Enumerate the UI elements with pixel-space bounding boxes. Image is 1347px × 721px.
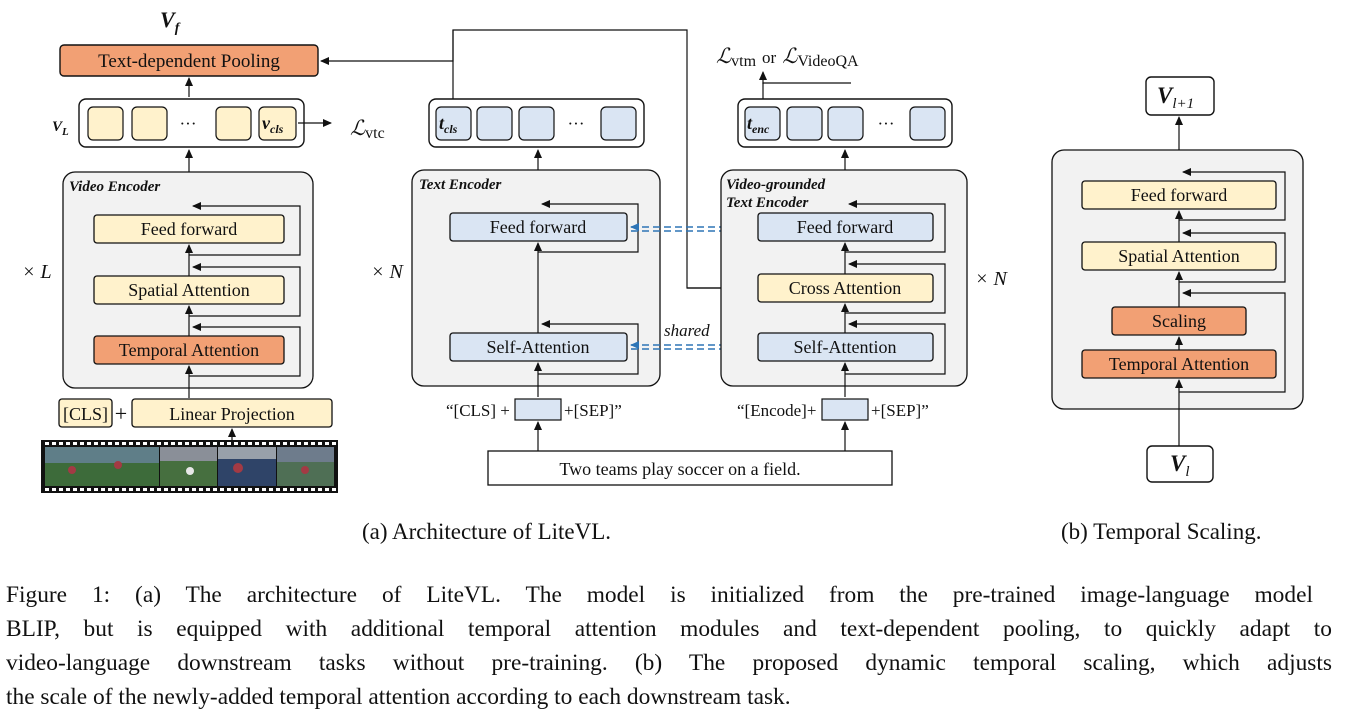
text-dependent-pooling-box [59, 44, 319, 77]
video-token-dots: ··· [180, 114, 197, 133]
vg-enc-token [744, 106, 781, 141]
video-token [131, 106, 168, 141]
video-encoder-title: Video Encoder [69, 179, 160, 195]
vg-encoder-title-line1: Video-grounded [726, 177, 826, 193]
cls-token-box [58, 398, 113, 428]
cls-token-label: [CLS] [63, 404, 108, 424]
vg-input-token-slot [821, 398, 869, 421]
video-token [87, 106, 124, 141]
text-self-attention-label: Self-Attention [487, 337, 590, 357]
vl-plus-one-label: Vl+1 [1157, 83, 1194, 112]
vg-output-token [827, 106, 864, 141]
video-temporal-attention-label: Temporal Attention [119, 340, 259, 360]
text-feed-forward-block [449, 212, 628, 242]
vg-cross-attention-label: Cross Attention [789, 278, 902, 298]
video-cls-token [258, 106, 297, 141]
vl-label: Vl [1170, 451, 1190, 480]
text-input-sentence: Two teams play soccer on a field. [559, 459, 800, 479]
film-strip-icon [41, 440, 338, 493]
vg-input-prefix: “[Encode]+ [737, 401, 816, 420]
vl-plus-one-box [1145, 76, 1215, 116]
video-spatial-attention-label: Spatial Attention [128, 280, 250, 300]
ts-temporal-attention-label: Temporal Attention [1109, 354, 1249, 374]
vg-encoder-repeat: × N [975, 268, 1008, 290]
text-encoder-title: Text Encoder [419, 177, 502, 193]
vg-output-token [909, 106, 946, 141]
ts-feed-forward-block [1081, 180, 1277, 210]
figure-caption-line: BLIP, but is equipped with additional te… [6, 616, 1332, 642]
text-cls-token-label: tcls [439, 113, 458, 136]
video-feed-forward-label: Feed forward [141, 219, 237, 239]
text-encoder-repeat: × N [371, 261, 404, 283]
vg-input-suffix: +[SEP]” [871, 401, 929, 420]
vg-feed-forward-label: Feed forward [797, 217, 893, 237]
video-encoder-repeat: × L [22, 261, 52, 283]
ts-spatial-attention-label: Spatial Attention [1118, 246, 1240, 266]
vg-encoder-title-line2: Text Encoder [726, 195, 809, 211]
subcaption-a: (a) Architecture of LiteVL. [362, 519, 612, 544]
subcaption-b: (b) Temporal Scaling. [1061, 519, 1262, 544]
pooling-output-label: Vf [160, 7, 181, 36]
ts-scaling-label: Scaling [1152, 311, 1206, 331]
video-feed-forward-block [93, 214, 285, 244]
text-cls-token [435, 106, 472, 141]
shared-label: shared [664, 321, 710, 340]
text-output-token [476, 106, 513, 141]
vg-output-dots: ··· [878, 114, 895, 133]
text-output-token [600, 106, 637, 141]
text-input-token-slot [514, 398, 562, 421]
vg-enc-token-label: tenc [747, 113, 770, 136]
vl-box [1146, 445, 1214, 483]
text-input-suffix: +[SEP]” [564, 401, 622, 420]
video-tokens-label: VL [52, 119, 69, 138]
vg-output-token [786, 106, 823, 141]
video-cls-token-label: vcls [262, 113, 284, 136]
text-input-box [487, 450, 893, 486]
litevl-architecture-diagram: Vf Text-dependent Pooling VL ··· vcls ℒv… [22, 7, 1304, 493]
text-feed-forward-label: Feed forward [490, 217, 586, 237]
linear-projection-box [131, 398, 333, 428]
video-token [215, 106, 252, 141]
plus-sign: + [115, 401, 127, 426]
figure-caption-line: Figure 1: (a) The architecture of LiteVL… [6, 582, 1313, 608]
loss-vtc-label: ℒvtc [350, 116, 385, 142]
vg-feed-forward-block [757, 212, 934, 242]
figure-caption-line: the scale of the newly-added temporal at… [6, 684, 791, 710]
text-input-prefix: “[CLS] + [446, 401, 510, 420]
ts-feed-forward-label: Feed forward [1131, 185, 1227, 205]
vg-self-attention-label: Self-Attention [794, 337, 897, 357]
text-output-token [518, 106, 555, 141]
text-output-dots: ··· [568, 114, 585, 133]
linear-projection-label: Linear Projection [169, 404, 294, 424]
figure-caption-line: video-language downstream tasks without … [6, 650, 1332, 676]
text-dependent-pooling-label: Text-dependent Pooling [98, 51, 280, 72]
figure-caption: Figure 1: (a) The architecture of LiteVL… [6, 578, 1332, 714]
